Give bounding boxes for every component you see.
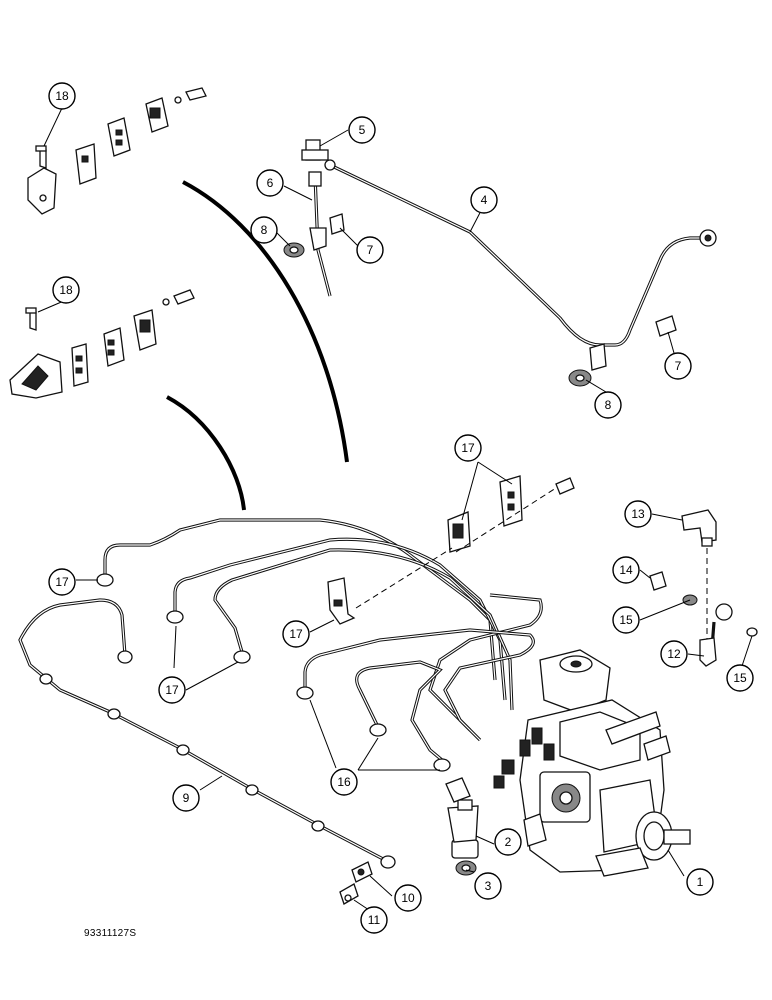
leader-lines <box>37 107 753 913</box>
callout-17-left-label: 17 <box>55 575 69 589</box>
engine-outline-arc-upper <box>182 180 349 463</box>
callout-15-right: 15 <box>726 664 754 692</box>
injector-assembly <box>445 777 479 876</box>
callout-7-right-label: 7 <box>675 359 682 373</box>
callout-5: 5 <box>348 116 376 144</box>
bracket-group-lower <box>9 289 195 399</box>
callout-14-label: 14 <box>619 563 633 577</box>
callout-3: 3 <box>474 872 502 900</box>
callout-11-label: 11 <box>368 913 381 927</box>
callout-17-top: 17 <box>454 434 482 462</box>
callout-7-upper: 7 <box>356 236 384 264</box>
clip-and-bolt <box>339 861 373 905</box>
callout-2-label: 2 <box>505 835 512 849</box>
callout-17-bottom: 17 <box>158 676 186 704</box>
callout-8-right-label: 8 <box>605 398 612 412</box>
callout-10-label: 10 <box>401 891 415 905</box>
return-line <box>18 598 396 869</box>
callout-5-label: 5 <box>359 123 366 137</box>
callout-17-middle: 17 <box>282 620 310 648</box>
callout-16-label: 16 <box>337 775 351 789</box>
callout-13: 13 <box>624 500 652 528</box>
callout-12-label: 12 <box>667 647 681 661</box>
bracket-group-upper <box>27 87 207 215</box>
callout-1-label: 1 <box>697 875 704 889</box>
callout-17-middle-label: 17 <box>289 627 303 641</box>
callout-8-upper-label: 8 <box>261 223 268 237</box>
callout-9: 9 <box>172 784 200 812</box>
callout-18-lower: 18 <box>52 276 80 304</box>
callout-3-label: 3 <box>485 879 492 893</box>
injection-pump <box>493 649 691 877</box>
callout-6: 6 <box>256 169 284 197</box>
injection-lines <box>96 475 575 772</box>
figure-code: 93311127S <box>84 928 137 939</box>
callout-17-bottom-label: 17 <box>165 683 179 697</box>
callout-17-top-label: 17 <box>461 441 475 455</box>
callout-12: 12 <box>660 640 688 668</box>
callout-10: 10 <box>394 884 422 912</box>
callout-17-left: 17 <box>48 568 76 596</box>
callout-18-upper-label: 18 <box>55 89 69 103</box>
leak-off-line-assembly <box>283 139 717 387</box>
callout-15-left-label: 15 <box>619 613 633 627</box>
callout-9-label: 9 <box>183 791 190 805</box>
fuel-fittings-right <box>355 487 758 667</box>
callout-7-upper-label: 7 <box>367 243 374 257</box>
callout-4: 4 <box>470 186 498 214</box>
callout-8-upper: 8 <box>250 216 278 244</box>
callout-18-lower-label: 18 <box>59 283 73 297</box>
engine-outline-arc-lower <box>166 395 246 511</box>
callout-14: 14 <box>612 556 640 584</box>
callout-2: 2 <box>494 828 522 856</box>
callout-7-right: 7 <box>664 352 692 380</box>
callout-4-label: 4 <box>481 193 488 207</box>
callout-1: 1 <box>686 868 714 896</box>
callout-18-upper: 18 <box>48 82 76 110</box>
callout-13-label: 13 <box>631 507 645 521</box>
callout-8-right: 8 <box>594 391 622 419</box>
callout-11: 11 <box>360 906 388 934</box>
callout-16: 16 <box>330 768 358 796</box>
callout-6-label: 6 <box>267 176 274 190</box>
callout-15-left: 15 <box>612 606 640 634</box>
callout-15-right-label: 15 <box>733 671 747 685</box>
